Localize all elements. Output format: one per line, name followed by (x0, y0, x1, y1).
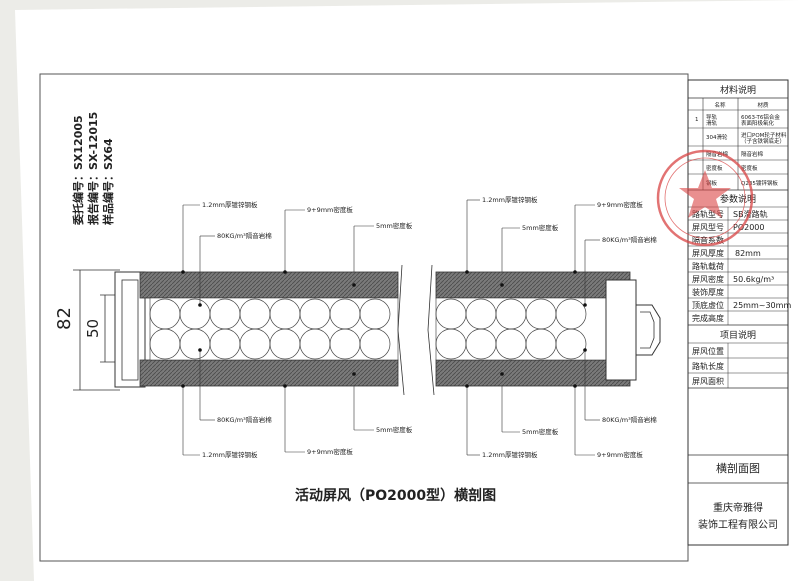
report-code: 报告编号：SX-12015 (86, 112, 100, 225)
left-top-board99-label: 9+9mm密度板 (307, 205, 353, 214)
project-label: 屏风位置 (692, 346, 724, 356)
project-label: 路轨长度 (692, 361, 724, 371)
params-header: 参数说明 (720, 193, 756, 205)
materials-row-mat: 进口POM轮子材料（子含铁钢底走） (741, 131, 787, 145)
param-label: 屏风厚度 (692, 248, 724, 258)
param-value: PO2000 (733, 223, 764, 232)
right-top-board5-label: 5mm密度板 (522, 223, 559, 232)
materials-row-idx: 1 (695, 117, 699, 123)
left-top-skin (139, 271, 399, 299)
param-label: 完成高度 (692, 313, 724, 323)
materials-row-name: 钢板 (706, 179, 718, 187)
left-bottom-skin (139, 359, 399, 387)
left-top-board5-label: 5mm密度板 (376, 221, 413, 230)
right-edge-profile (605, 279, 637, 381)
left-rockwool-circles (149, 298, 391, 360)
side-codes: 委托编号：SX12005 报告编号：SX-12015 样品编号：SX64 (71, 112, 115, 226)
right-top-rockwool-label: 80KG/m³隔音岩棉 (602, 235, 657, 244)
materials-row-mat: 密度板 (741, 164, 758, 172)
param-value: 50.6kg/m³ (733, 275, 774, 284)
right-top-steel-label: 1.2mm厚镀锌钢板 (482, 195, 538, 204)
company-line2: 装饰工程有限公司 (698, 518, 778, 531)
company-line1: 重庆帝雅得 (713, 501, 763, 514)
entrust-code: 委托编号：SX12005 (71, 115, 85, 226)
param-label: 路轨载荷 (692, 261, 724, 271)
left-panel-section (114, 271, 399, 388)
materials-row-mat: Q235镀锌钢板 (741, 179, 778, 187)
param-label: 隔音系数 (692, 235, 724, 245)
inner-dimension: 50 (84, 319, 102, 338)
right-top-skin (435, 271, 631, 299)
sample-code: 样品编号：SX64 (101, 138, 115, 225)
info-table: 材料说明 名称 材质 1 导轨滑轨 6063-T6铝合金表面阳极氧化 304滑轮… (687, 79, 791, 546)
materials-row-name: 304滑轮 (706, 133, 728, 141)
right-top-board99-label: 9+9mm密度板 (597, 200, 643, 209)
left-top-steel-label: 1.2mm厚镀锌钢板 (202, 200, 258, 209)
param-label: 装饰厚度 (692, 287, 724, 297)
materials-col-material: 材质 (757, 101, 769, 109)
paper-sheet (15, 0, 800, 581)
leader-lines (182, 199, 600, 456)
right-panel-section (435, 271, 661, 387)
left-bottom-steel-label: 1.2mm厚镀锌钢板 (202, 450, 258, 459)
leader-dots (181, 270, 587, 388)
callout-labels: 1.2mm厚镀锌钢板 9+9mm密度板 5mm密度板 80KG/m³隔音岩棉 8… (202, 195, 657, 459)
materials-row-name: 导轨滑轨 (706, 113, 718, 127)
param-label: 屏风型号 (692, 223, 724, 232)
project-header: 项目说明 (720, 329, 756, 341)
section-title: 横剖面图 (716, 461, 760, 475)
param-label: 顶底虚位 (692, 300, 724, 310)
materials-row-mat: 6063-T6铝合金表面阳极氧化 (741, 113, 780, 127)
left-bottom-board99-label: 9+9mm密度板 (307, 447, 353, 456)
break-marks (397, 264, 435, 396)
right-bottom-board5-label: 5mm密度板 (522, 427, 559, 436)
inspection-stamp (656, 149, 754, 247)
param-label: 屏风密度 (692, 274, 724, 284)
materials-header: 材料说明 (720, 84, 756, 96)
param-value: 82mm (735, 249, 761, 258)
materials-row-mat: 隔音岩棉 (741, 150, 764, 158)
param-value: 25mm~30mm (733, 301, 791, 310)
materials-row-name: 隔音岩棉 (706, 150, 729, 158)
drawing-title: 活动屏风（PO2000型）横剖图 (295, 487, 496, 504)
materials-row-name: 密度板 (706, 164, 723, 172)
materials-col-name: 名称 (714, 101, 726, 109)
right-bottom-rockwool-label: 80KG/m³隔音岩棉 (602, 415, 657, 424)
right-rockwool-circles (435, 298, 587, 360)
left-bottom-rockwool-label: 80KG/m³隔音岩棉 (217, 415, 272, 424)
left-bottom-board5-label: 5mm密度板 (376, 425, 413, 434)
project-label: 屏风面积 (692, 376, 724, 386)
left-top-rockwool-label: 80KG/m³隔音岩棉 (217, 231, 272, 240)
right-bottom-board99-label: 9+9mm密度板 (597, 450, 643, 459)
param-label: 路轨型号 (692, 209, 724, 219)
outer-dimension: 82 (54, 307, 75, 330)
right-bottom-skin (435, 359, 631, 387)
right-bottom-steel-label: 1.2mm厚镀锌钢板 (482, 450, 538, 459)
